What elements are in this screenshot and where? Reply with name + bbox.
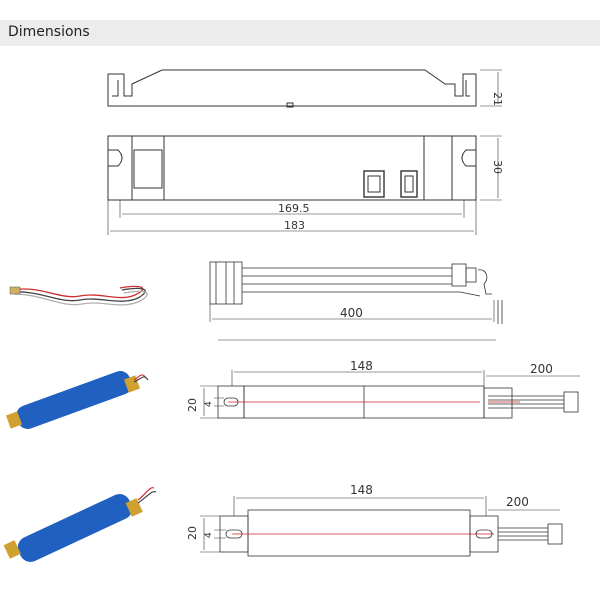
battery-a-length-label: 148	[350, 359, 373, 373]
driver-inner-length-label: 169.5	[278, 202, 310, 215]
battery-a-drawing	[200, 370, 580, 419]
battery-a-photo	[5, 371, 149, 429]
battery-a-diameter-label: 20	[186, 398, 199, 412]
section-title: Dimensions	[8, 24, 90, 40]
driver-outer-length-label: 183	[284, 219, 305, 232]
driver-top-view	[107, 135, 502, 235]
battery-b-slot-label: 4	[204, 532, 214, 538]
cable-length-label: 400	[340, 306, 363, 320]
battery-b-photo	[3, 487, 157, 562]
driver-width-label: 30	[491, 160, 504, 174]
battery-b-diameter-label: 20	[186, 526, 199, 540]
cable-photo	[9, 285, 148, 306]
battery-a-lead-label: 200	[530, 362, 553, 376]
battery-b-lead-label: 200	[506, 495, 529, 509]
header-bar: Dimensions	[0, 20, 600, 46]
battery-a-slot-label: 4	[204, 401, 214, 407]
battery-b-length-label: 148	[350, 483, 373, 497]
cable-drawing	[209, 261, 503, 341]
driver-height-label: 21	[491, 92, 504, 106]
battery-b-drawing	[200, 496, 563, 557]
driver-side-view	[107, 69, 502, 108]
